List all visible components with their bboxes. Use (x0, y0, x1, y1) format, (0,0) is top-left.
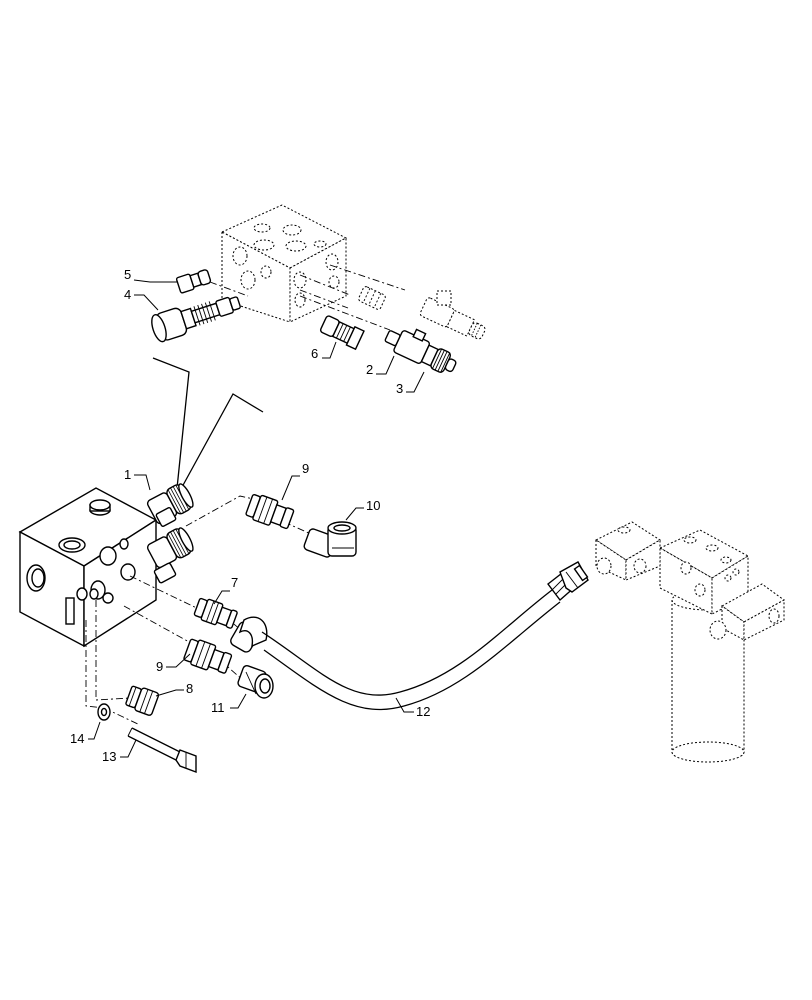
part-9-fitting-lower (183, 638, 233, 674)
callout-9-lower: 9 (156, 659, 163, 674)
callout-14: 14 (70, 731, 84, 746)
callouts: 1 2 3 4 5 6 7 8 9 9 10 11 12 (70, 267, 430, 764)
callout-10: 10 (366, 498, 380, 513)
filter-assembly (595, 521, 785, 763)
part-5-fitting (175, 269, 212, 294)
callout-4: 4 (124, 287, 131, 302)
part-9-fitting-upper (245, 494, 295, 530)
part-7-fitting (193, 597, 238, 629)
callout-9-upper: 9 (302, 461, 309, 476)
callout-11: 11 (211, 700, 225, 715)
detail-ghost-cartridges (358, 286, 486, 340)
callout-6: 6 (311, 346, 318, 361)
part-1-valve-lower (146, 527, 194, 569)
part-13-bolt (127, 727, 197, 774)
main-valve-block (18, 487, 158, 648)
callout-1: 1 (124, 467, 131, 482)
callout-5: 5 (124, 267, 131, 282)
part-10-elbow (303, 521, 357, 558)
part-1-valve-upper (146, 483, 194, 525)
part-12-hose (230, 561, 589, 711)
callout-3: 3 (396, 381, 403, 396)
callout-8: 8 (186, 681, 193, 696)
part-8-plug (125, 685, 160, 716)
detail-pointer-lines (152, 357, 264, 499)
part-14-washer (97, 703, 111, 721)
callout-13: 13 (102, 749, 116, 764)
callout-2: 2 (366, 362, 373, 377)
callout-12: 12 (416, 704, 430, 719)
part-6-cartridge (319, 315, 365, 351)
part-4-plug (151, 296, 241, 343)
detail-valve-block (220, 204, 348, 323)
part-11-elbow (237, 664, 274, 699)
part-2-solenoid-valve (384, 328, 457, 373)
callout-7: 7 (231, 575, 238, 590)
